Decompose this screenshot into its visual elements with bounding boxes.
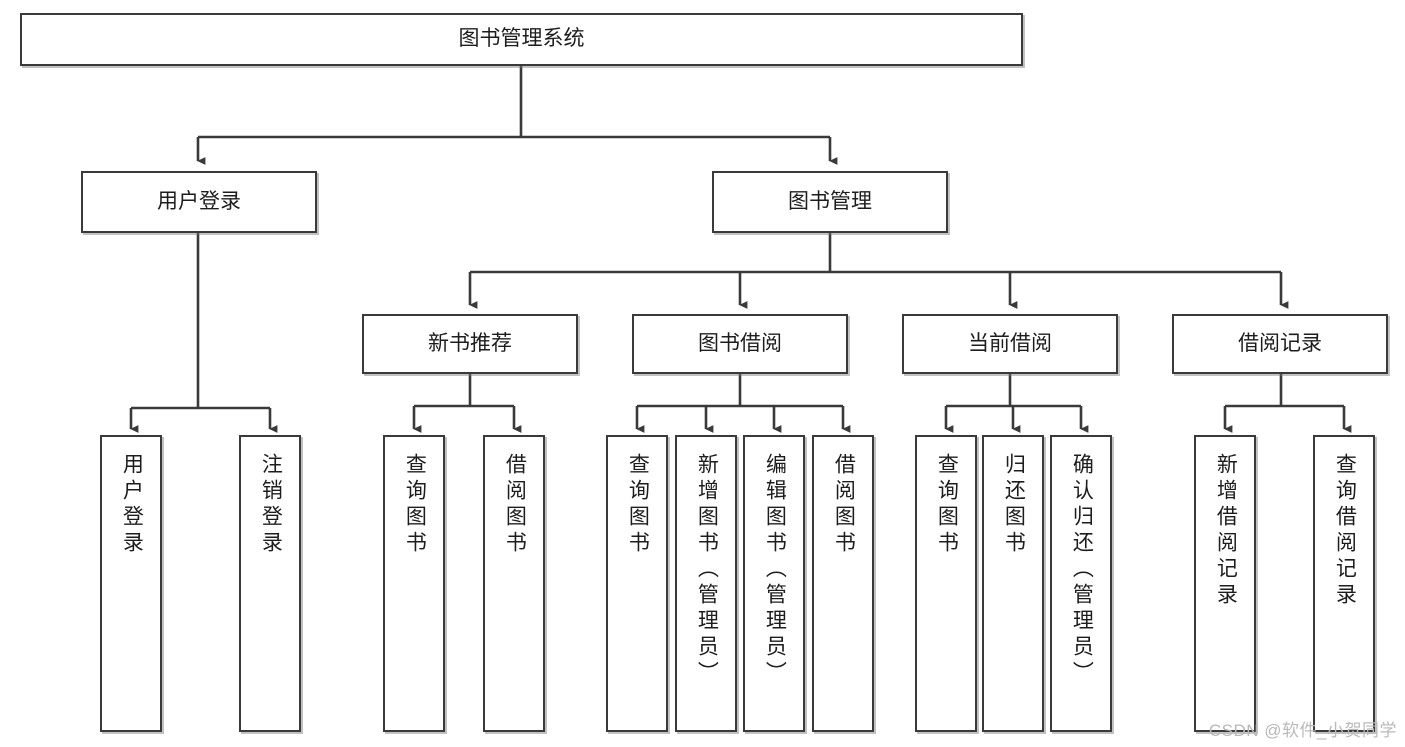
leaf-query-record[interactable]: 查询借阅记录 — [1313, 435, 1375, 732]
node-borrow-record-label: 借阅记录 — [1238, 331, 1322, 355]
leaf-query-book-1[interactable]: 查询图书 — [383, 435, 445, 732]
leaf-confirm-return[interactable]: 确认归还（管理员） — [1050, 435, 1112, 732]
node-current-borrow-label: 当前借阅 — [968, 331, 1052, 355]
leaf-query-book-2[interactable]: 查询图书 — [606, 435, 668, 732]
leaf-add-book[interactable]: 新增图书（管理员） — [675, 435, 737, 732]
leaf-query-book-2-label: 查询图书 — [626, 453, 650, 557]
node-new-book-recommend[interactable]: 新书推荐 — [362, 314, 578, 374]
leaf-query-book-3[interactable]: 查询图书 — [915, 435, 977, 732]
leaf-query-book-3-label: 查询图书 — [935, 453, 959, 557]
leaf-return-book[interactable]: 归还图书 — [982, 435, 1044, 732]
leaf-borrow-book-1-label: 借阅图书 — [503, 453, 527, 557]
leaf-add-record[interactable]: 新增借阅记录 — [1194, 435, 1256, 732]
leaf-query-record-label: 查询借阅记录 — [1333, 453, 1357, 609]
leaf-add-record-label: 新增借阅记录 — [1214, 453, 1238, 609]
leaf-confirm-return-label: 确认归还（管理员） — [1070, 453, 1094, 687]
node-root[interactable]: 图书管理系统 — [20, 13, 1023, 66]
leaf-borrow-book-2[interactable]: 借阅图书 — [812, 435, 874, 732]
leaf-edit-book[interactable]: 编辑图书（管理员） — [743, 435, 805, 732]
node-book-borrow[interactable]: 图书借阅 — [632, 314, 848, 374]
node-user-login[interactable]: 用户登录 — [81, 171, 317, 233]
leaf-return-book-label: 归还图书 — [1002, 453, 1026, 557]
node-user-login-label: 用户登录 — [157, 189, 241, 213]
leaf-add-book-label: 新增图书（管理员） — [695, 453, 719, 687]
node-book-manage-label: 图书管理 — [788, 189, 872, 213]
leaf-user-login-label: 用户登录 — [120, 453, 144, 557]
leaf-logout-login[interactable]: 注销登录 — [239, 435, 301, 732]
leaf-user-login[interactable]: 用户登录 — [100, 435, 162, 732]
node-book-manage[interactable]: 图书管理 — [712, 171, 948, 233]
node-current-borrow[interactable]: 当前借阅 — [902, 314, 1118, 374]
leaf-borrow-book-1[interactable]: 借阅图书 — [483, 435, 545, 732]
leaf-edit-book-label: 编辑图书（管理员） — [763, 453, 787, 687]
leaf-logout-login-label: 注销登录 — [259, 453, 283, 557]
node-root-label: 图书管理系统 — [458, 27, 585, 51]
node-book-borrow-label: 图书借阅 — [698, 331, 782, 355]
node-borrow-record[interactable]: 借阅记录 — [1172, 314, 1388, 374]
watermark: CSDN @软件_小贺同学 — [1208, 721, 1397, 740]
leaf-query-book-1-label: 查询图书 — [403, 453, 427, 557]
node-new-book-recommend-label: 新书推荐 — [428, 331, 512, 355]
leaf-borrow-book-2-label: 借阅图书 — [832, 453, 856, 557]
